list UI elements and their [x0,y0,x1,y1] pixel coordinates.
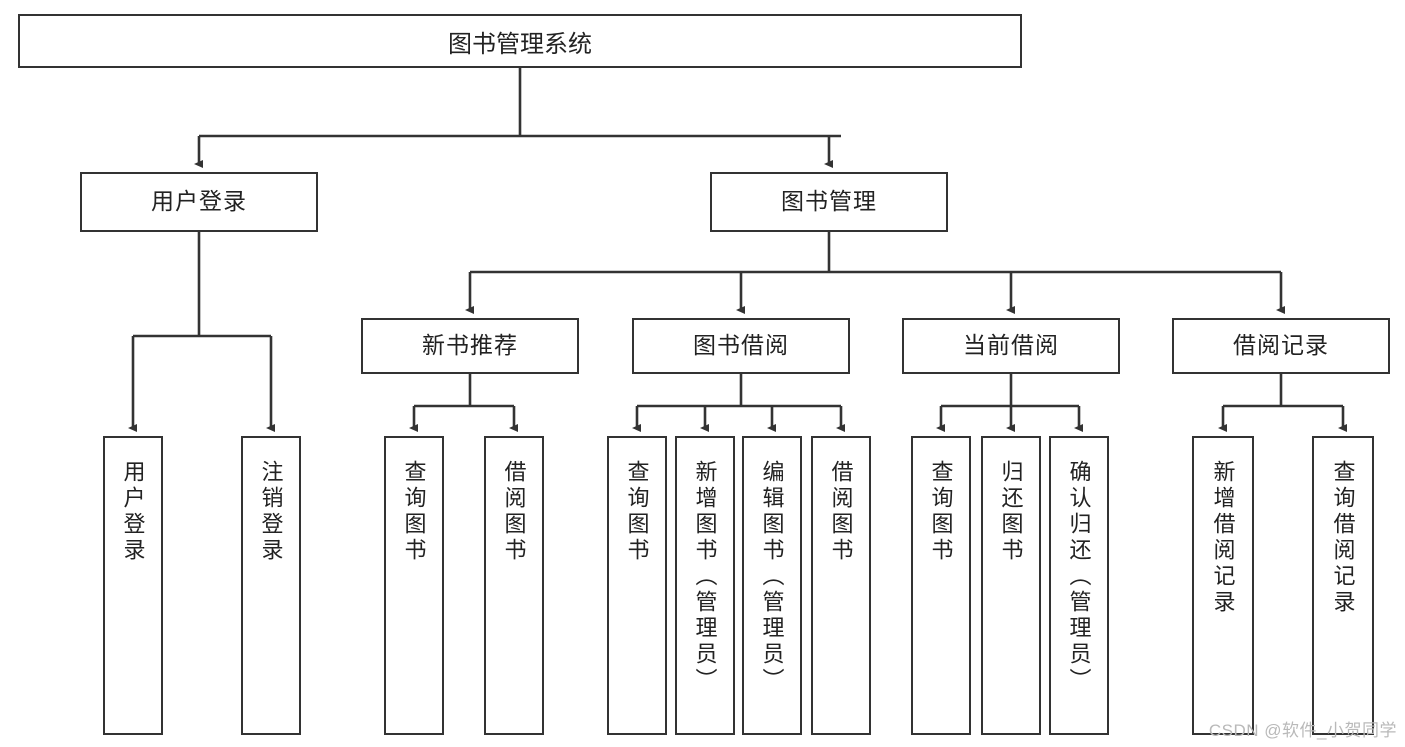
leaf-borrow-edit-book-admin[interactable]: 编辑图书（管理员） [742,436,802,735]
node-book-borrow[interactable]: 图书借阅 [632,318,850,374]
leaf-current-confirm-return-admin[interactable]: 确认归还（管理员） [1049,436,1109,735]
node-label: 新书推荐 [422,332,518,359]
leaf-recommend-query-book[interactable]: 查询图书 [384,436,444,735]
leaf-borrow-query-book[interactable]: 查询图书 [607,436,667,735]
node-label: 借阅图书 [828,460,854,564]
node-label: 借阅图书 [501,460,527,564]
node-user-login[interactable]: 用户登录 [80,172,318,232]
node-label: 当前借阅 [963,332,1059,359]
node-label: 确认归还（管理员） [1066,460,1092,694]
node-label: 编辑图书（管理员） [759,460,785,694]
node-label: 图书管理系统 [448,30,592,58]
node-label: 图书管理 [781,188,877,215]
node-label: 新增图书（管理员） [692,460,718,694]
node-label: 注销登录 [258,460,284,564]
node-label: 新增借阅记录 [1210,460,1236,616]
node-label: 查询图书 [624,460,650,564]
node-label: 查询图书 [401,460,427,564]
leaf-records-query-record[interactable]: 查询借阅记录 [1312,436,1374,735]
leaf-user-login-login[interactable]: 用户登录 [103,436,163,735]
node-label: 查询图书 [928,460,954,564]
node-borrow-records[interactable]: 借阅记录 [1172,318,1390,374]
leaf-borrow-borrow-book[interactable]: 借阅图书 [811,436,871,735]
leaf-current-return-book[interactable]: 归还图书 [981,436,1041,735]
node-label: 归还图书 [998,460,1024,564]
leaf-borrow-add-book-admin[interactable]: 新增图书（管理员） [675,436,735,735]
node-book-management[interactable]: 图书管理 [710,172,948,232]
node-label: 查询借阅记录 [1330,460,1356,616]
watermark: CSDN @软件_小贺同学 [1208,721,1397,740]
leaf-records-add-record[interactable]: 新增借阅记录 [1192,436,1254,735]
node-label: 用户登录 [120,460,146,564]
node-current-borrow[interactable]: 当前借阅 [902,318,1120,374]
node-new-book-recommend[interactable]: 新书推荐 [361,318,579,374]
leaf-recommend-borrow-book[interactable]: 借阅图书 [484,436,544,735]
leaf-current-query-book[interactable]: 查询图书 [911,436,971,735]
node-root-system[interactable]: 图书管理系统 [18,14,1022,68]
node-label: 用户登录 [151,188,247,215]
node-label: 借阅记录 [1233,332,1329,359]
leaf-user-login-logout[interactable]: 注销登录 [241,436,301,735]
node-label: 图书借阅 [693,332,789,359]
